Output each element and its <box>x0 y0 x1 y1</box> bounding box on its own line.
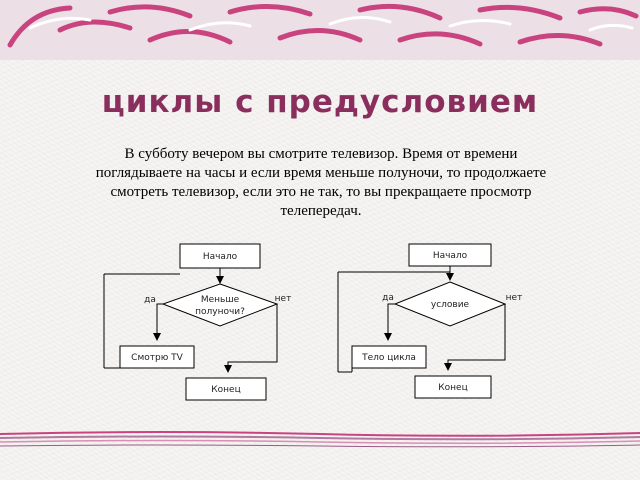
decorative-bottom-band <box>0 431 640 448</box>
left-yes-label: да <box>144 295 156 305</box>
slide-title: циклы с предусловием <box>101 84 539 120</box>
left-end-box <box>185 377 267 401</box>
right-no-label: нет <box>506 293 523 303</box>
left-action-label: Смотрю TV <box>131 353 183 363</box>
right-start-label: Начало <box>433 251 468 261</box>
right-condition-label: условие <box>431 300 470 310</box>
left-condition-line1: Меньше <box>201 295 240 305</box>
right-end-box <box>414 375 492 399</box>
left-no-label: нет <box>275 294 292 304</box>
right-action-box <box>351 345 427 369</box>
left-condition-line2: полуночи? <box>195 307 245 317</box>
slide-description: В субботу вечером вы смотрите телевизор.… <box>95 146 547 219</box>
right-end-label: Конец <box>438 383 467 393</box>
left-flowchart: Начало Меньше полуночи? да нет Смотрю TV… <box>103 243 292 401</box>
right-yes-label: да <box>382 293 394 303</box>
left-condition-diamond <box>161 283 279 327</box>
right-condition-diamond <box>393 281 507 327</box>
left-start-label: Начало <box>203 252 238 262</box>
right-action-label: Тело цикла <box>361 353 416 363</box>
left-action-box <box>119 345 195 369</box>
left-end-label: Конец <box>211 385 240 395</box>
right-flowchart: Начало условие да нет Тело цикла Конец <box>337 243 523 399</box>
decorative-top-band <box>0 0 640 60</box>
